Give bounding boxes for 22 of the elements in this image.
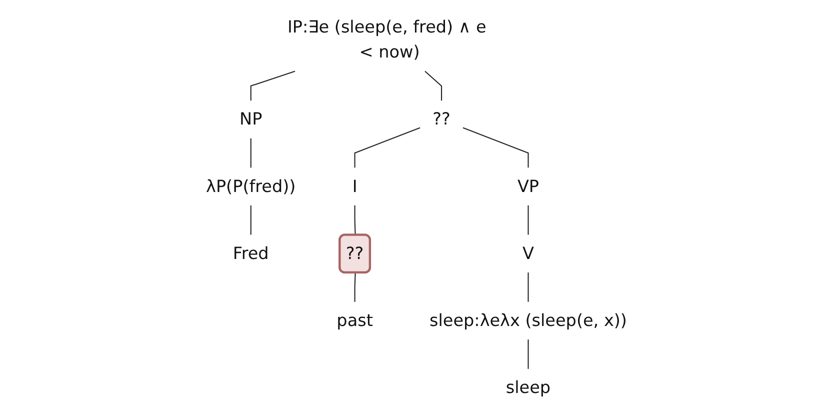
connector (528, 340, 529, 369)
node-text: NP (240, 108, 262, 129)
connector (528, 205, 529, 235)
node-text: IP:∃e (sleep(e, fred) ∧ e < now) (287, 16, 486, 62)
connector (250, 138, 252, 168)
node-text: λP(P(fred)) (206, 176, 296, 196)
connector (354, 127, 420, 168)
node-text: ?? (432, 108, 450, 129)
connector (250, 70, 296, 101)
node-text: Fred (232, 243, 269, 264)
node-text: past (336, 310, 373, 330)
connector (424, 70, 442, 101)
node-text: sleep:λeλx (sleep(e, x)) (429, 310, 627, 330)
node-text: VP (517, 176, 540, 196)
node-text: sleep (506, 377, 551, 398)
connector (462, 127, 529, 168)
connector (250, 205, 252, 235)
connector (528, 272, 529, 302)
node-text: V (522, 243, 534, 264)
connector (354, 272, 356, 302)
connector (354, 205, 356, 236)
node-text: I (352, 176, 358, 196)
